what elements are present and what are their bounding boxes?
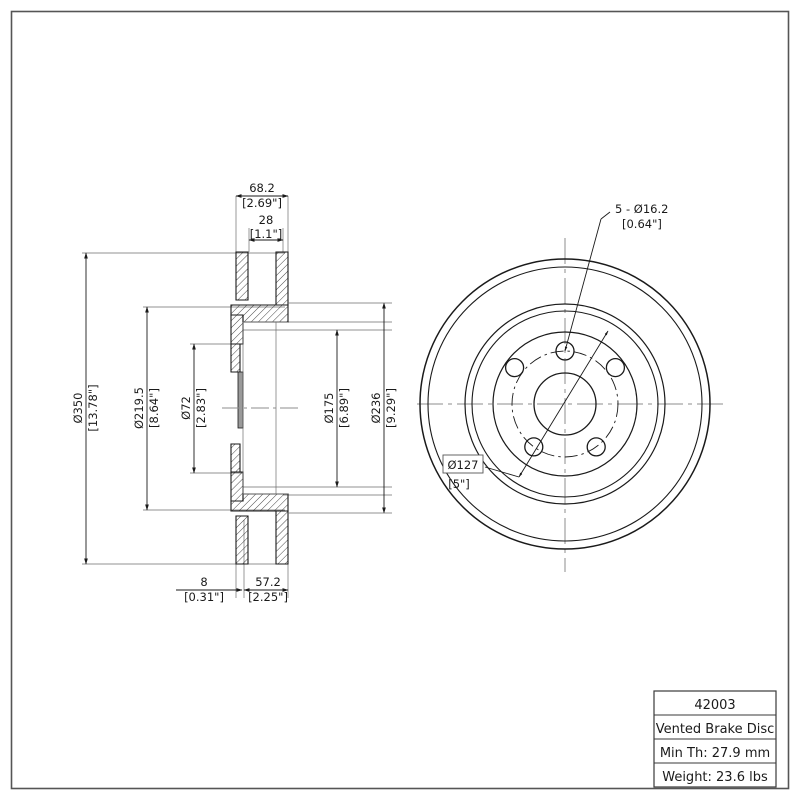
friction-ring-inner-circle bbox=[471, 310, 659, 498]
dim-inner-ring-diameter-metric: Ø219.5 bbox=[132, 387, 146, 429]
bolt-holes-leader-line bbox=[564, 218, 602, 352]
dim-mid-diameter-metric: Ø175 bbox=[322, 392, 336, 423]
dim-hat-width-metric: 28 bbox=[259, 213, 274, 227]
dim-offset-imperial: [2.25"] bbox=[248, 590, 288, 604]
bolt-circle-label-box bbox=[442, 454, 484, 474]
section-outer-plate-bottom bbox=[275, 510, 289, 565]
dim-offset-metric: 57.2 bbox=[255, 575, 281, 589]
dim-center-bore-imperial: [2.83"] bbox=[194, 388, 208, 428]
bolt-holes-leader-hook bbox=[600, 211, 611, 220]
dim-mid-diameter: Ø175 [6.89"] bbox=[322, 329, 351, 488]
dim-outer-diameter-imperial: [13.78"] bbox=[86, 384, 100, 431]
dim-outer-diameter: Ø350 [13.78"] bbox=[71, 252, 100, 565]
section-hat-wall-upper2 bbox=[230, 343, 241, 373]
dim-plate-thickness: 8 [0.31"] bbox=[176, 575, 243, 604]
title-block-description: Vented Brake Disc bbox=[656, 722, 775, 737]
section-view: 68.2 [2.69"] 28 [1.1"] Ø350 [13.78"] Ø21… bbox=[71, 181, 398, 604]
bolt-circle-leader bbox=[484, 466, 520, 478]
dim-offset: 57.2 [2.25"] bbox=[243, 575, 289, 604]
dim-plate-thickness-metric: 8 bbox=[200, 575, 207, 589]
dim-hat-width: 28 [1.1"] bbox=[248, 213, 284, 242]
dim-overall-width-imperial: [2.69"] bbox=[242, 196, 282, 210]
disc-outer-circle bbox=[419, 258, 711, 550]
title-block-part-number: 42003 bbox=[694, 698, 735, 713]
dim-hat-width-imperial: [1.1"] bbox=[250, 227, 283, 241]
dim-overall-width: 68.2 [2.69"] bbox=[235, 181, 289, 210]
dim-inner-ring-diameter-imperial: [8.64"] bbox=[147, 388, 161, 428]
disc-outer-chamfer-circle bbox=[427, 266, 703, 542]
dim-mid-diameter-imperial: [6.89"] bbox=[337, 388, 351, 428]
callout-bolt-circle-imperial: [5"] bbox=[448, 477, 470, 491]
section-outer-plate-top bbox=[275, 251, 289, 306]
callout-bolt-holes-imperial: [0.64"] bbox=[622, 217, 662, 231]
dim-inner-ring-diameter: Ø219.5 [8.64"] bbox=[132, 306, 161, 511]
section-inner-plate-top bbox=[235, 251, 249, 301]
dim-plate-thickness-imperial: [0.31"] bbox=[184, 590, 224, 604]
front-view: 5 - Ø16.2 [0.64"] Ø127 [5"] bbox=[417, 202, 725, 572]
section-bore-band bbox=[237, 371, 244, 429]
title-block: 42003 Vented Brake Disc Min Th: 27.9 mm … bbox=[653, 690, 777, 788]
title-block-weight: Weight: 23.6 lbs bbox=[662, 770, 768, 785]
friction-ring-outer-circle bbox=[464, 303, 666, 505]
bolt-circle-dim-line bbox=[518, 330, 609, 478]
callout-bolt-holes-metric: 5 - Ø16.2 bbox=[615, 202, 668, 216]
section-hat-wall-lower bbox=[230, 471, 244, 502]
callout-bolt-holes: 5 - Ø16.2 [0.64"] bbox=[564, 202, 668, 352]
dim-friction-diameter-imperial: [9.29"] bbox=[384, 388, 398, 428]
dim-center-bore: Ø72 [2.83"] bbox=[179, 343, 208, 474]
dim-friction-diameter-metric: Ø236 bbox=[369, 392, 383, 423]
section-hat-wall-lower2 bbox=[230, 443, 241, 473]
section-hat-wall-upper bbox=[230, 314, 244, 345]
rotor-section-geometry bbox=[230, 251, 289, 565]
drawing-border bbox=[10, 10, 790, 790]
dim-friction-diameter: Ø236 [9.29"] bbox=[369, 302, 398, 514]
dim-outer-diameter-metric: Ø350 bbox=[71, 392, 85, 423]
callout-bolt-circle-metric: Ø127 bbox=[447, 458, 478, 472]
dim-center-bore-metric: Ø72 bbox=[179, 396, 193, 420]
callout-bolt-circle: Ø127 [5"] bbox=[442, 330, 609, 491]
section-inner-plate-bottom bbox=[235, 515, 249, 565]
dim-overall-width-metric: 68.2 bbox=[249, 181, 275, 195]
title-block-min-thickness: Min Th: 27.9 mm bbox=[660, 746, 770, 761]
